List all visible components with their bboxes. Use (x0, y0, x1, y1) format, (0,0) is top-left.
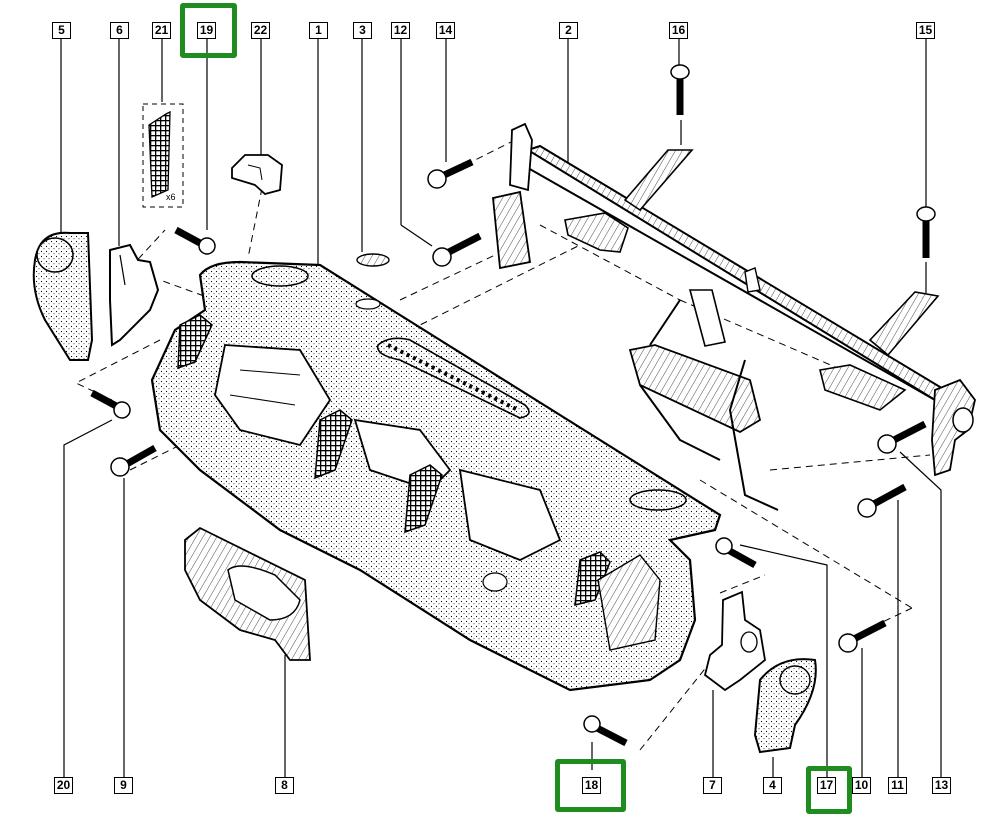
callout-2: 2 (559, 22, 578, 39)
bolt-17 (715, 537, 757, 569)
callout-12: 12 (391, 22, 410, 39)
part-4-right-vent-housing (753, 658, 817, 754)
callout-4: 4 (763, 777, 782, 794)
part-8-instrument-surround (184, 526, 311, 661)
highlight-17 (806, 766, 852, 814)
callout-7: 7 (703, 777, 722, 794)
callout-11: 11 (888, 777, 907, 794)
callout-10: 10 (852, 777, 871, 794)
callout-1: 1 (309, 22, 328, 39)
bolt-10 (838, 619, 887, 653)
callout-22: 22 (251, 22, 270, 39)
callout-9: 9 (114, 777, 133, 794)
part-7-right-bracket (703, 590, 766, 692)
callout-20: 20 (54, 777, 73, 794)
callout-18: 18 (582, 777, 601, 794)
bolt-9 (110, 444, 157, 477)
bolt-13 (877, 420, 927, 454)
part-2-cross-member-beam (492, 122, 947, 511)
callout-5: 5 (52, 22, 71, 39)
bolt-12 (432, 232, 482, 267)
callout-8: 8 (275, 777, 294, 794)
part-3-clip (356, 253, 390, 267)
callout-14: 14 (436, 22, 455, 39)
bolt-16 (670, 64, 690, 115)
callout-15: 15 (916, 22, 935, 39)
callout-19: 19 (197, 22, 216, 39)
part-21-vent-grille: x6 (142, 103, 184, 208)
quantity-note: x6 (166, 192, 176, 202)
callout-17: 17 (817, 777, 836, 794)
highlight-18 (555, 759, 626, 812)
bolt-20 (90, 389, 131, 419)
callout-16: 16 (669, 22, 688, 39)
bolts (90, 64, 936, 747)
callout-13: 13 (932, 777, 951, 794)
part-1-dashboard-panel (150, 260, 722, 692)
callout-3: 3 (353, 22, 372, 39)
bolt-19 (174, 226, 216, 255)
callout-6: 6 (110, 22, 129, 39)
callout-21: 21 (152, 22, 171, 39)
highlight-19 (180, 3, 237, 58)
part-22-mounting-bracket (231, 154, 283, 195)
bolt-15 (916, 206, 936, 258)
bolt-18 (583, 715, 628, 747)
part-6-left-bracket (109, 243, 160, 347)
part-13-right-end-bracket (931, 378, 976, 477)
leader-lines-bottom (63, 419, 942, 777)
bolt-14 (427, 158, 474, 189)
leader-lines-top (60, 39, 927, 293)
bolt-11 (857, 483, 907, 518)
part-5-left-vent-housing (32, 231, 94, 361)
